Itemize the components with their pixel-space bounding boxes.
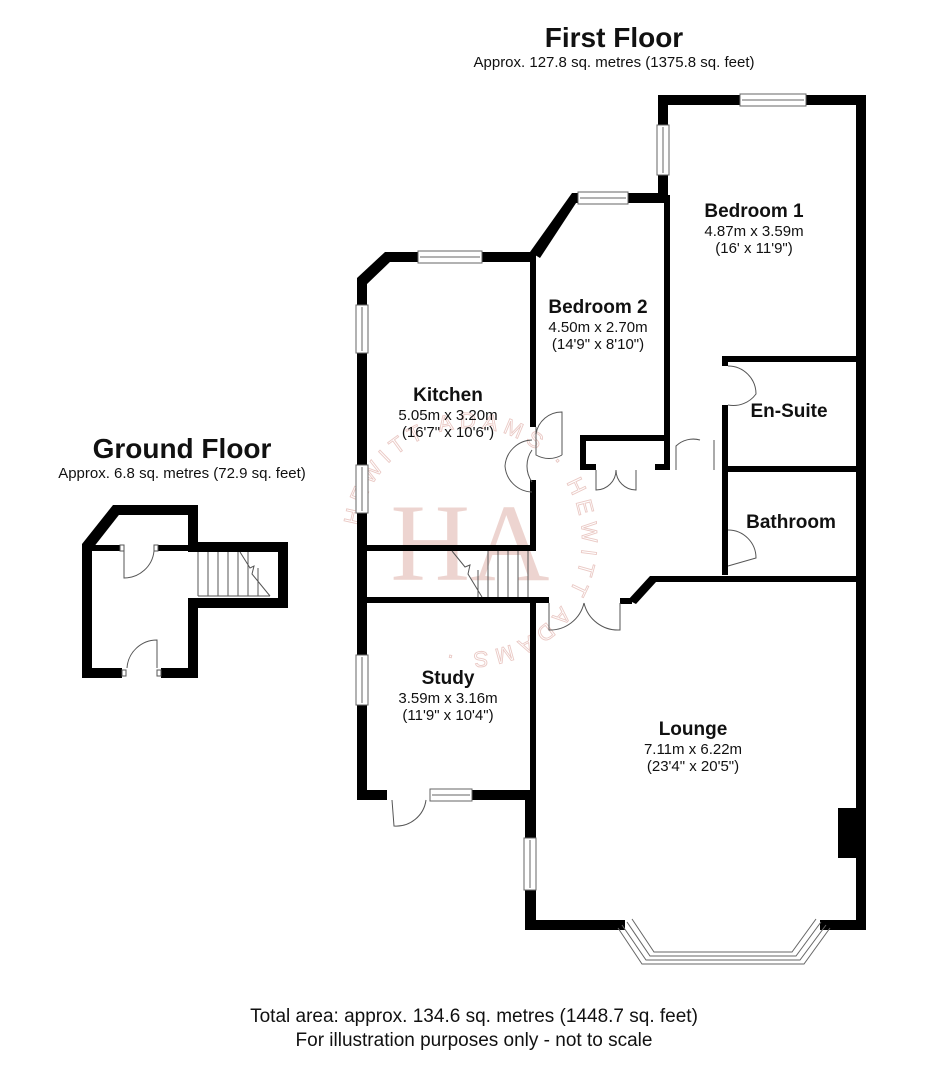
room-kitchen: Kitchen 5.05m x 3.20m (16'7" x 10'6") — [398, 385, 498, 441]
room-study: Study 3.59m x 3.16m (11'9" x 10'4") — [398, 668, 498, 724]
room-bathroom: Bathroom — [746, 512, 836, 533]
ground-floor-heading: Ground Floor Approx. 6.8 sq. metres (72.… — [22, 433, 342, 483]
first-floor-plan — [355, 93, 866, 965]
first-floor-heading: First Floor Approx. 127.8 sq. metres (13… — [414, 22, 814, 72]
ground-stairs — [197, 551, 271, 597]
room-en-suite: En-Suite — [750, 401, 828, 422]
room-lounge: Lounge 7.11m x 6.22m (23'4" x 20'5") — [643, 719, 743, 775]
ground-floor-plan — [82, 505, 288, 678]
room-bedroom-1: Bedroom 1 4.87m x 3.59m (16' x 11'9") — [704, 201, 804, 257]
first-floor-area: Approx. 127.8 sq. metres (1375.8 sq. fee… — [473, 54, 755, 71]
total-area: Total area: approx. 134.6 sq. metres (14… — [250, 1006, 698, 1027]
doors — [391, 365, 757, 827]
disclaimer: For illustration purposes only - not to … — [295, 1030, 653, 1051]
watermark: HA HEWITT ADAMS · HEWITT ADAMS · — [338, 407, 596, 672]
ground-floor-title: Ground Floor — [92, 433, 272, 464]
watermark-monogram: HA — [391, 482, 550, 604]
windows — [355, 93, 807, 891]
bay-window — [617, 918, 831, 965]
first-floor-stairs — [451, 550, 529, 598]
footer: Total area: approx. 134.6 sq. metres (14… — [0, 1005, 948, 1053]
first-floor-title: First Floor — [544, 22, 684, 53]
room-bedroom-2: Bedroom 2 4.50m x 2.70m (14'9" x 8'10") — [548, 297, 648, 353]
ground-floor-area: Approx. 6.8 sq. metres (72.9 sq. feet) — [58, 465, 306, 482]
